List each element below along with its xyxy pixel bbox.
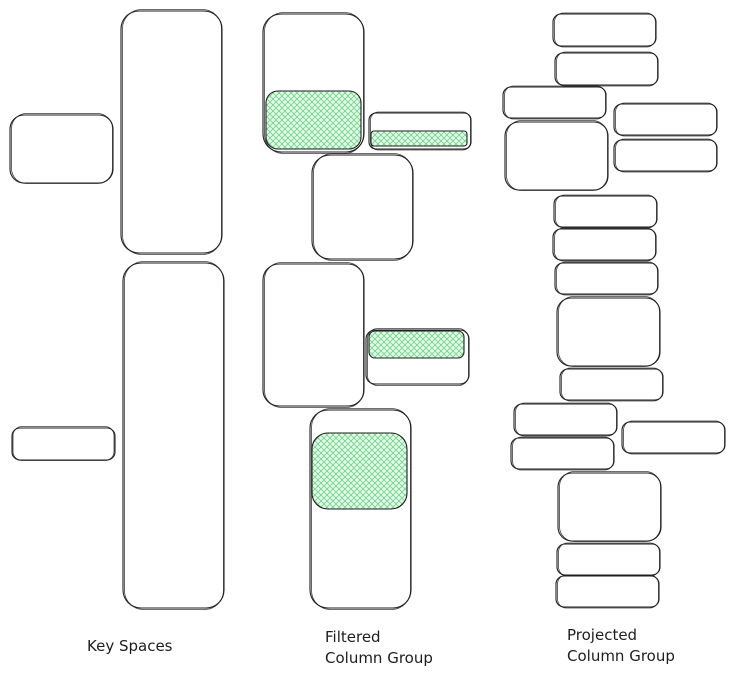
key-space-column-2 (122, 261, 225, 610)
projected-bar-6 (553, 194, 658, 229)
filtered-bar-2 (365, 328, 470, 386)
filtered-highlight-bar-1 (370, 130, 468, 147)
projected-bar-9 (559, 367, 664, 402)
filtered-label-line-1: Filtered (325, 628, 381, 646)
projected-bar-2 (554, 51, 659, 87)
filtered-label-line-2: Column Group (325, 649, 433, 667)
projected-block-2 (556, 296, 661, 367)
filtered-highlight-bar-2 (368, 330, 465, 359)
projected-label-line-1: Projected (567, 626, 638, 644)
projected-bar-10 (513, 402, 618, 437)
projected-column-group (502, 12, 726, 609)
projected-bar-1 (552, 12, 657, 48)
projected-bar-5 (613, 138, 718, 173)
key-space-block-1 (9, 113, 114, 184)
projected-block-3 (557, 471, 662, 542)
projected-column-group-label: Projected Column Group (567, 625, 675, 667)
projected-bar-4 (613, 102, 718, 137)
filtered-block-4 (309, 408, 412, 610)
projected-bar-12 (510, 436, 615, 471)
filtered-block-2 (311, 153, 414, 261)
projected-bar-7 (552, 227, 657, 262)
projected-bar-8 (554, 261, 659, 296)
key-spaces-label: Key Spaces (87, 637, 173, 655)
projected-bar-3 (502, 85, 607, 120)
filtered-block-3 (262, 262, 365, 408)
key-spaces-group (9, 9, 225, 610)
projected-label-line-2: Column Group (567, 647, 675, 665)
projected-bar-13 (556, 542, 661, 577)
projected-block-1 (504, 120, 609, 191)
key-space-block-2 (11, 426, 116, 461)
projected-bar-14 (555, 574, 660, 609)
key-space-column-1 (120, 9, 223, 255)
filtered-highlight-2 (311, 432, 408, 510)
projected-bar-11 (621, 420, 726, 455)
filtered-block-1 (262, 12, 365, 154)
filtered-column-group (262, 12, 472, 610)
filtered-column-group-label: Filtered Column Group (325, 627, 433, 669)
filtered-highlight-1 (265, 90, 362, 150)
filtered-bar-1 (368, 111, 472, 151)
